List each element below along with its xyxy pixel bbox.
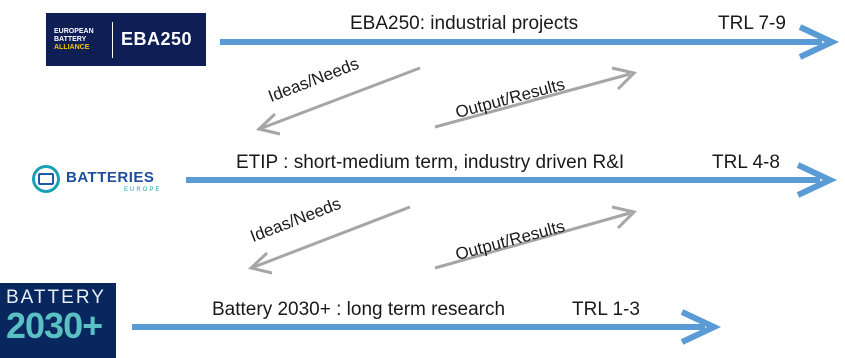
eba-row-label: EBA250: industrial projects — [350, 13, 579, 34]
etip-row-label: ETIP : short-medium term, industry drive… — [236, 152, 625, 173]
ideas-arrow-lower — [247, 205, 411, 275]
eba-row-trl: TRL 7-9 — [718, 13, 786, 34]
battery2030-row-trl: TRL 1-3 — [572, 299, 640, 320]
battery-icon — [32, 165, 60, 193]
ideas-arrow-upper — [255, 66, 421, 136]
eba-logo-name: EBA250 — [121, 29, 193, 49]
battery2030-row-label: Battery 2030+ : long term research — [212, 299, 506, 320]
output-arrow-upper — [434, 66, 637, 129]
batteries-europe-logo: BATTERIES EUROPE — [32, 163, 182, 197]
battery2030-logo-number: 2030+ — [6, 305, 103, 346]
batteries-europe-word: BATTERIES — [66, 169, 155, 186]
main-arrow-battery2030 — [132, 309, 722, 345]
batteries-europe-sub: EUROPE — [124, 187, 162, 193]
main-arrow-etip — [186, 162, 838, 198]
main-arrow-eba — [220, 24, 840, 60]
battery2030-logo-top: BATTERY — [6, 287, 106, 308]
battery2030-logo: BATTERY 2030+ — [0, 283, 116, 358]
eba-logo-divider — [112, 21, 113, 58]
eba-logo: EUROPEAN BATTERY ALLIANCE EBA250 — [46, 13, 206, 66]
eba-logo-small-text: EUROPEAN BATTERY ALLIANCE — [54, 27, 94, 51]
output-arrow-lower — [434, 205, 637, 270]
etip-row-trl: TRL 4-8 — [712, 152, 780, 173]
